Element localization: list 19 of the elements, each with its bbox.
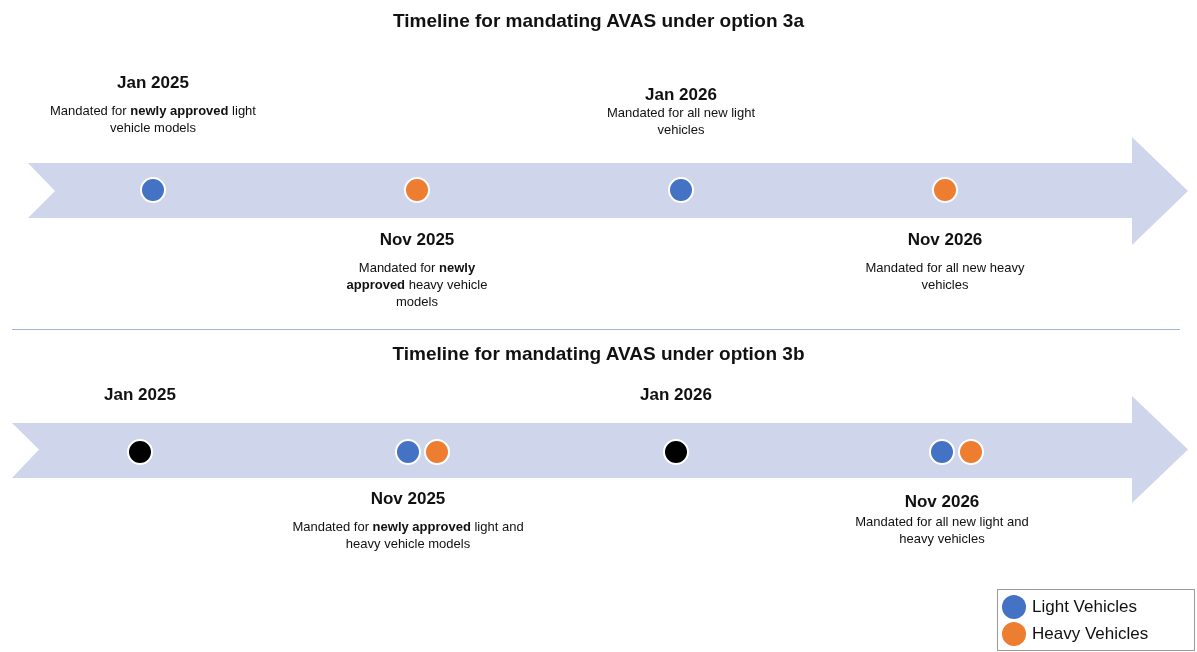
milestone-description: Mandated for all new light and heavy vehicles bbox=[854, 514, 1030, 548]
date-label: Jan 2026 bbox=[645, 85, 717, 105]
date-label: Nov 2026 bbox=[907, 230, 983, 250]
timeline-arrow bbox=[28, 137, 1188, 245]
milestone-description: Mandated for newly approved heavy vehicle models bbox=[345, 260, 489, 311]
timeline-heading: Timeline for mandating AVAS under option 3b bbox=[391, 343, 806, 365]
milestone-description: Mandated for newly approved light and heavy vehicle models bbox=[291, 519, 525, 553]
milestone-description: Mandated for newly approved light vehicle models bbox=[49, 103, 257, 137]
timeline-heading: Timeline for mandating AVAS under option 3a bbox=[392, 10, 805, 32]
date-label: Jan 2025 bbox=[104, 385, 176, 405]
legend-label: Light Vehicles bbox=[1032, 596, 1137, 617]
date-label: Jan 2026 bbox=[640, 385, 712, 405]
date-label: Nov 2025 bbox=[370, 489, 446, 509]
date-label: Jan 2025 bbox=[117, 73, 189, 93]
milestone-description: Mandated for all new heavy vehicles bbox=[864, 260, 1026, 294]
date-label: Nov 2025 bbox=[379, 230, 455, 250]
date-label: Nov 2026 bbox=[904, 492, 980, 512]
milestone-description: Mandated for all new light vehicles bbox=[605, 105, 757, 139]
legend-label: Heavy Vehicles bbox=[1032, 623, 1149, 644]
